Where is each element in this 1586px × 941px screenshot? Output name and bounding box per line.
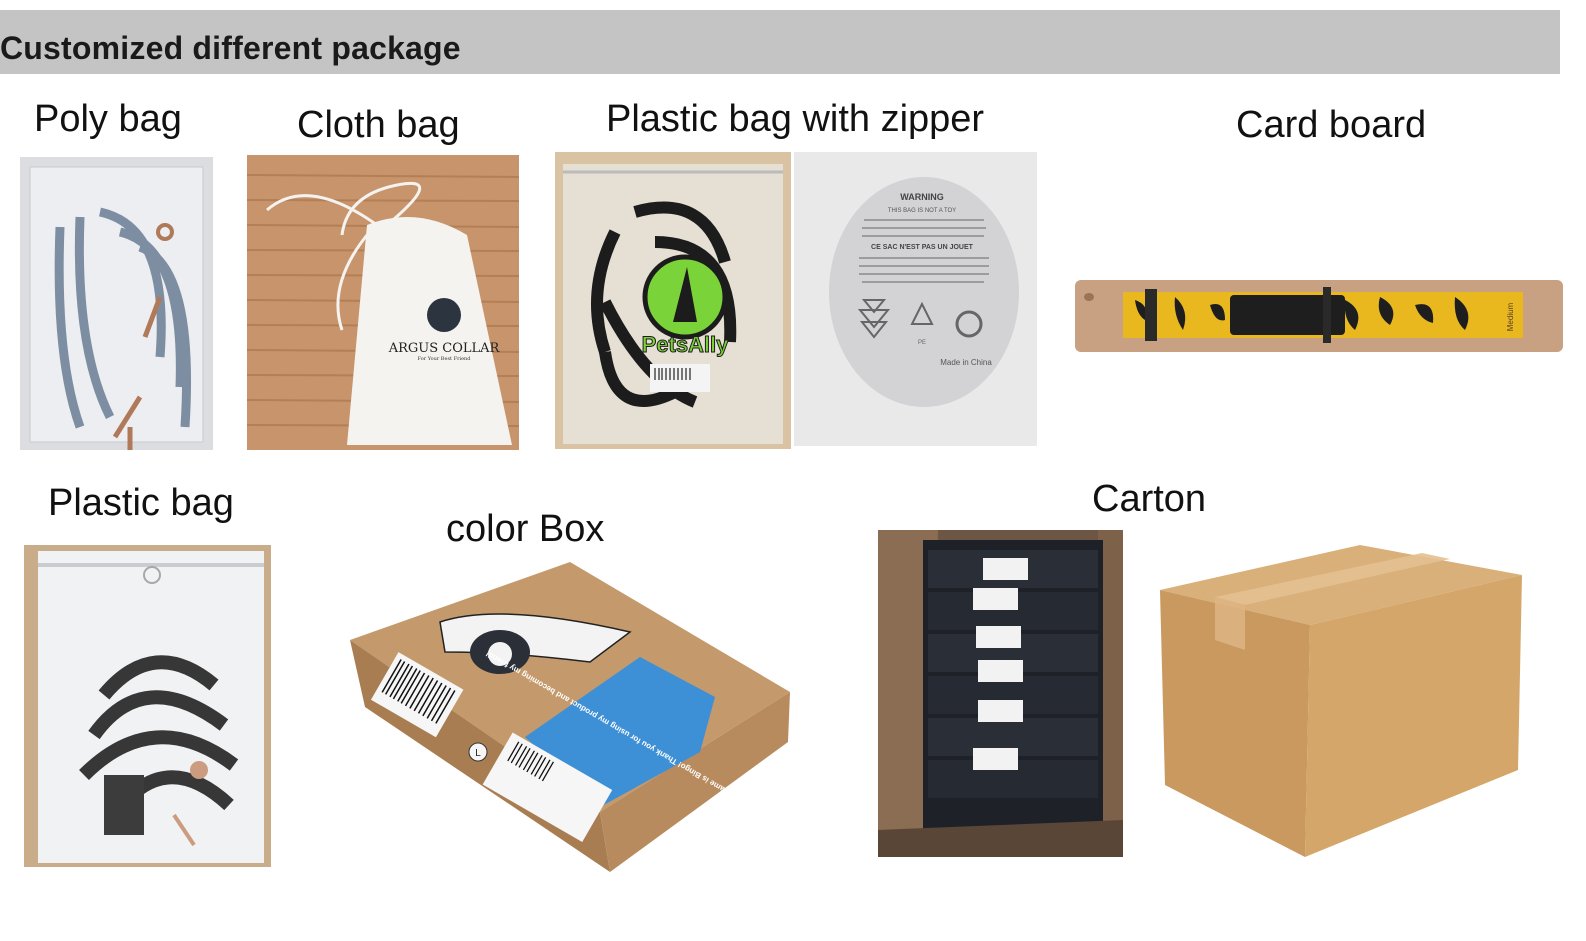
card-size-text: Medium [1506, 302, 1515, 331]
recycle-code-text: PE [918, 340, 926, 346]
zipper-bag-photo-front: PetsAlly [555, 152, 791, 449]
card-board-photo: Medium [1075, 275, 1567, 357]
warning-line1-text: THIS BAG IS NOT A TOY [888, 208, 956, 214]
zipper-bag-photo-back: WARNING THIS BAG IS NOT A TOY CE SAC N'E… [794, 152, 1037, 446]
page-title: Customized different package [0, 30, 461, 66]
label-poly-bag: Poly bag [34, 98, 182, 140]
label-color-box: color Box [446, 508, 605, 550]
label-plastic-bag: Plastic bag [48, 482, 234, 524]
petsally-logo-text: PetsAlly [642, 332, 730, 357]
carton-closed-photo [1160, 545, 1525, 857]
cloth-bag-photo: ARGUS COLLAR For Your Best Friend [247, 155, 519, 450]
box-size-text: L [475, 748, 481, 759]
argus-brand-text: ARGUS COLLAR [388, 341, 501, 356]
argus-tagline-text: For Your Best Friend [418, 356, 472, 362]
plastic-bag-photo [24, 545, 271, 867]
label-zipper-bag: Plastic bag with zipper [606, 98, 985, 140]
label-cloth-bag: Cloth bag [297, 104, 460, 146]
warning-line2-text: CE SAC N'EST PAS UN JOUET [871, 244, 974, 251]
warning-title-text: WARNING [900, 192, 944, 202]
color-box-photo: Hi, my name is Bingo! Thank you for usin… [350, 562, 790, 872]
poly-bag-photo [20, 157, 213, 450]
carton-open-photo [878, 530, 1123, 857]
made-in-text: Made in China [940, 358, 992, 367]
label-carton: Carton [1092, 478, 1207, 520]
header-bar [0, 10, 1560, 74]
label-card-board: Card board [1236, 104, 1427, 146]
